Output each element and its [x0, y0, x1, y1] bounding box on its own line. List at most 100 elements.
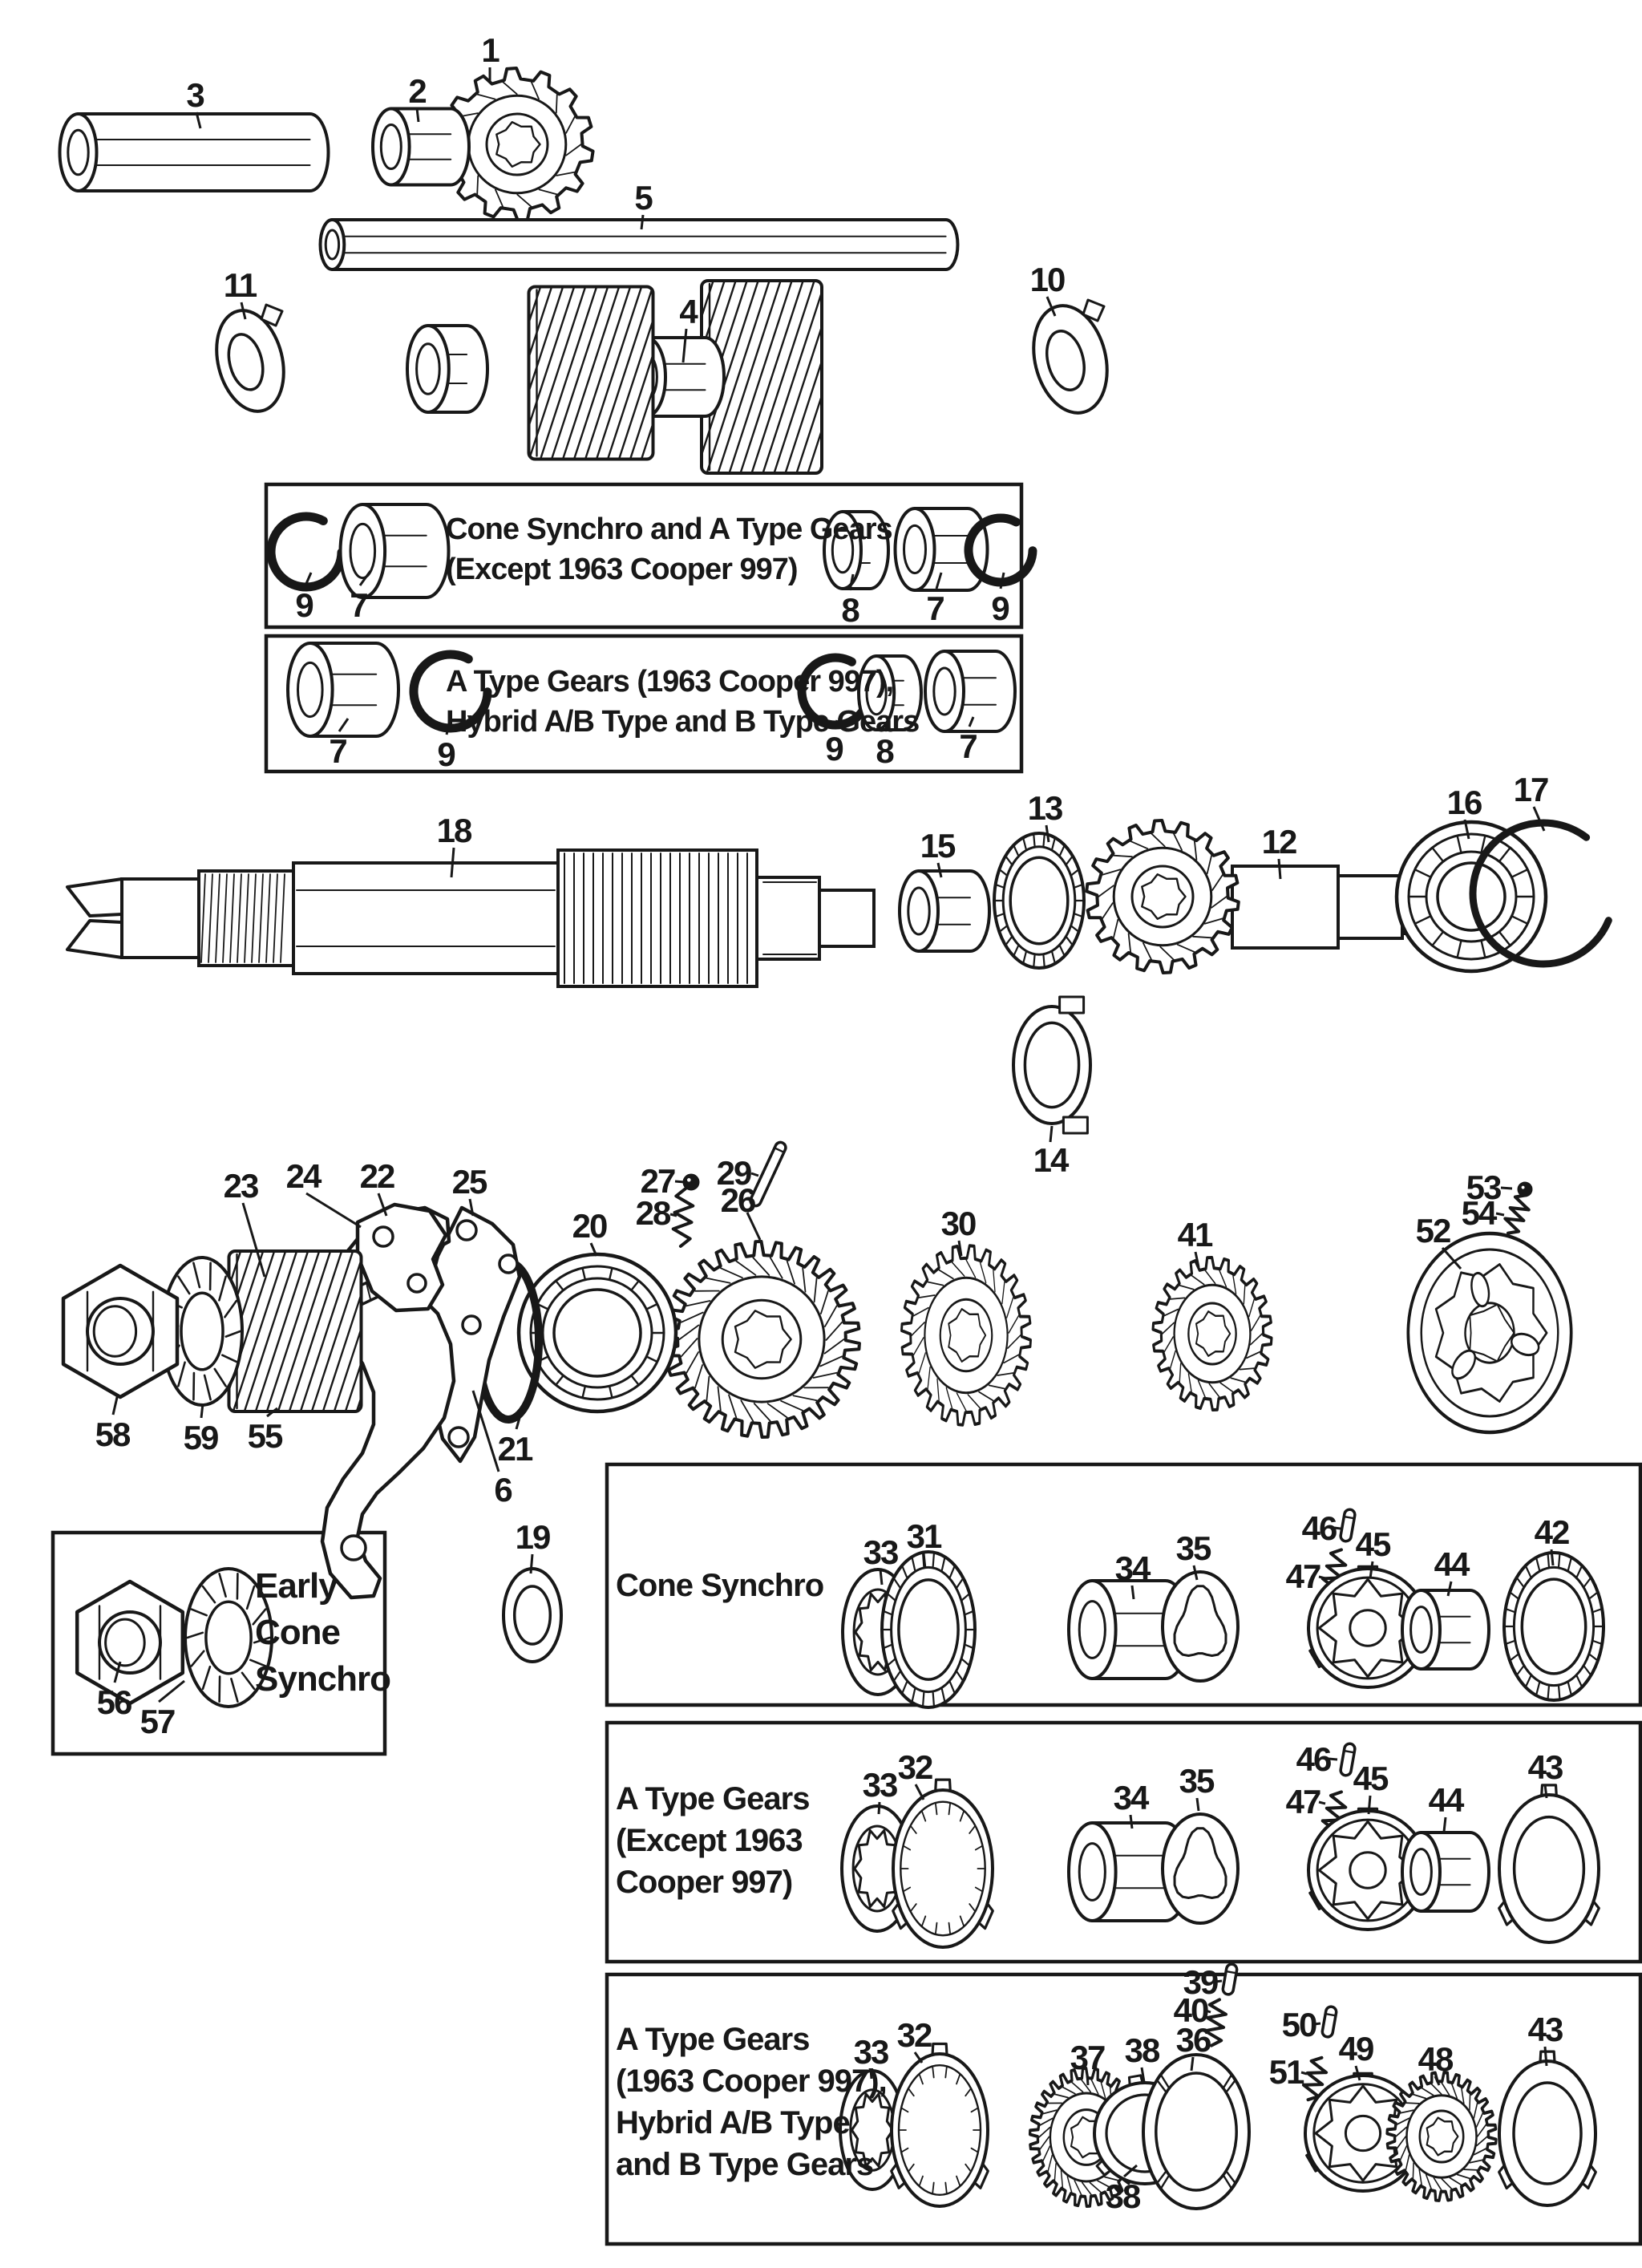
callout-leader-56	[113, 1661, 122, 1683]
cone-ring-31	[880, 1550, 977, 1709]
laygear-4-large	[700, 279, 823, 475]
callout-number-24: 24	[286, 1157, 322, 1195]
third-motion-shaft-18	[66, 848, 876, 988]
callout-number-18: 18	[437, 812, 472, 849]
callout-leader-3	[195, 111, 202, 129]
ring-gear-42	[1502, 1551, 1605, 1702]
callout-leader-27	[674, 1180, 686, 1184]
callout-leader-20	[589, 1242, 598, 1257]
synchro-ring-33b	[840, 1804, 914, 1933]
callout-number-47: 47	[1286, 1783, 1320, 1820]
callout-number-46: 46	[1296, 1740, 1331, 1778]
callout-leader-40	[1205, 2009, 1211, 2014]
callout-leader-35	[1195, 1797, 1200, 1812]
callout-leader-36	[1190, 2056, 1195, 2072]
callout-leader-7	[968, 716, 975, 727]
callout-leader-16	[1463, 819, 1470, 840]
box2-caption: A Type Gears (1963 Cooper 997),Hybrid A/…	[446, 665, 920, 739]
spring-28	[671, 1187, 695, 1248]
callout-leader-7	[358, 570, 372, 586]
box1-caption-line-1: Cone Synchro and A Type Gears	[446, 512, 892, 546]
callout-number-52: 52	[1416, 1212, 1450, 1249]
callout-leader-55	[266, 1407, 278, 1418]
callout-number-58: 58	[95, 1415, 131, 1453]
callout-leader-11	[240, 302, 247, 320]
gear-41	[1151, 1256, 1273, 1411]
box-early-cone-synchro	[51, 1530, 387, 1756]
callout-number-44: 44	[1434, 1545, 1470, 1583]
callout-number-53: 53	[1466, 1168, 1501, 1206]
callout-number-13: 13	[1028, 789, 1062, 827]
plunger-50	[1320, 2005, 1338, 2039]
plunger-46	[1339, 1508, 1357, 1543]
callout-number-56: 56	[97, 1683, 131, 1721]
callout-number-11: 11	[224, 266, 257, 304]
callout-number-48: 48	[1418, 2040, 1454, 2078]
callout-leader-9	[304, 572, 313, 586]
callout-leader-7	[935, 572, 943, 589]
callout-leader-33	[879, 1569, 884, 1586]
nut-58	[61, 1263, 180, 1399]
callout-leader-51	[1300, 2071, 1308, 2076]
callout-number-22: 22	[360, 1157, 394, 1195]
callout-number-35: 35	[1179, 1762, 1215, 1800]
callout-leader-44	[1442, 1816, 1447, 1833]
callout-leader-9	[833, 719, 839, 730]
callout-number-4: 4	[679, 293, 698, 330]
callout-number-8: 8	[876, 732, 894, 770]
callout-number-43: 43	[1528, 2011, 1563, 2048]
box2-caption-line-2: Hybrid A/B Type and B Type Gears	[446, 705, 919, 739]
callout-leader-22	[377, 1193, 388, 1217]
callout-leader-39	[1215, 1979, 1223, 1983]
row1-caption-line-1: Cone Synchro	[616, 1568, 823, 1603]
callout-number-9: 9	[295, 586, 313, 624]
callout-leader-46	[1333, 1526, 1341, 1530]
needle-bush-7	[338, 503, 451, 599]
row3-caption-line-4: and B Type Gears	[616, 2147, 873, 2182]
thrust-washer-10	[1032, 298, 1109, 415]
callout-leader-43	[1543, 1784, 1548, 1799]
callout-number-46: 46	[1302, 1509, 1337, 1547]
callout-number-14: 14	[1033, 1141, 1070, 1179]
callout-number-6: 6	[494, 1471, 512, 1509]
washer-19	[502, 1567, 563, 1663]
needle-bush-7d	[924, 650, 1017, 733]
callout-leader-57	[158, 1679, 185, 1703]
slotted-ring-36	[1142, 2053, 1251, 2210]
lugged-ring-32	[892, 1778, 994, 1949]
synchro-drum-52	[1406, 1231, 1573, 1435]
callout-number-10: 10	[1030, 261, 1065, 298]
snap-ring-9	[266, 512, 346, 592]
callout-number-30: 30	[941, 1205, 976, 1242]
callout-leader-12	[1277, 858, 1282, 880]
callout-leader-48	[1434, 2076, 1441, 2086]
callout-number-57: 57	[140, 1703, 175, 1740]
callout-number-8: 8	[841, 591, 859, 629]
baulk-ring-13	[993, 832, 1086, 970]
lock-washer-57	[184, 1567, 273, 1708]
callout-number-15: 15	[920, 827, 956, 865]
spring-40	[1203, 1998, 1227, 2047]
pinion-55	[227, 1249, 363, 1413]
callout-leader-6	[471, 1390, 500, 1472]
callout-leader-24	[305, 1192, 362, 1229]
needle-bearing-15	[898, 869, 991, 953]
early-box-caption-line-3: Synchro	[255, 1659, 390, 1699]
plunger-39	[1221, 1962, 1239, 1996]
box-row-a-type-except	[605, 1720, 1642, 1964]
callout-leader-33	[877, 1801, 881, 1815]
lugged-ring-43	[1498, 1784, 1600, 1944]
row3-caption-line-3: Hybrid A/B Type	[616, 2105, 850, 2140]
callout-number-17: 17	[1514, 771, 1548, 808]
callout-leader-34	[1129, 1814, 1134, 1829]
callout-leader-31	[922, 1553, 927, 1569]
ball-27	[682, 1173, 700, 1191]
callout-number-43: 43	[1528, 1748, 1563, 1786]
callout-number-45: 45	[1356, 1525, 1391, 1563]
callout-number-49: 49	[1339, 2030, 1373, 2068]
box1-caption: Cone Synchro and A Type Gears(Except 196…	[446, 512, 893, 586]
callout-leader-4	[681, 328, 688, 363]
